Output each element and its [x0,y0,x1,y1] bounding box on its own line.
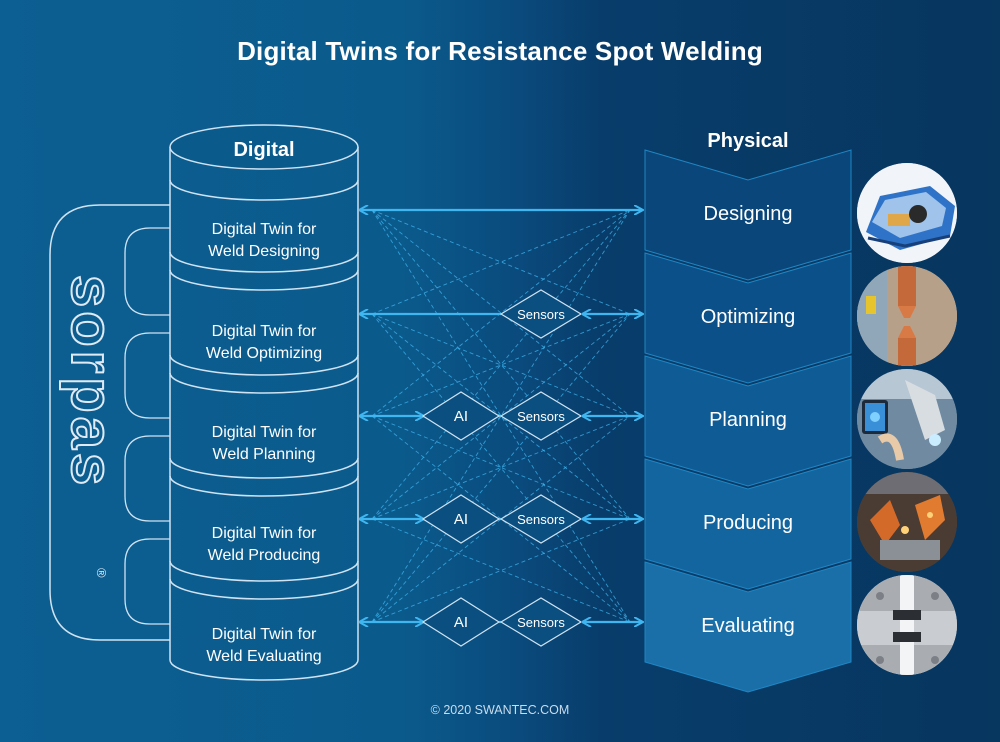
physical-stack: Physical Designing Optimizing Planning P… [644,130,852,693]
cross-link-line [371,415,631,520]
cross-link-line [371,313,631,417]
cross-link-line [371,415,631,623]
weld-test-specimen-image [857,575,957,675]
ai-node-shape [421,597,501,647]
cross-link-line [371,209,631,417]
phase-designing: Designing [704,203,793,225]
sensors-node: Sensors [499,597,583,647]
twin-labels: Digital Twin for Weld Designing Digital … [206,221,322,665]
copyright-footer: © 2020 SWANTEC.COM [430,703,570,717]
twin-evaluating-line2: Weld Evaluating [206,648,321,665]
cross-link-line [371,415,631,520]
twin-planning-line2: Weld Planning [213,446,316,463]
cross-link-line [371,313,631,623]
ai-node: AI [421,597,501,647]
phase-optimizing: Optimizing [701,306,795,328]
twin-designing-line2: Weld Designing [208,243,320,260]
digital-header: Digital [233,139,294,161]
cross-link-line [371,518,631,623]
twin-optimizing-line1: Digital Twin for [212,323,317,340]
sensors-node-label: Sensors [517,615,565,630]
cross-link-line [371,209,631,315]
phase-producing: Producing [703,512,793,534]
cross-link-line [371,209,631,417]
phase-planning: Planning [709,409,787,431]
twin-producing-line2: Weld Producing [208,547,321,564]
cross-link-line [371,313,631,417]
photo-column [857,163,957,675]
phase-evaluating: Evaluating [701,615,794,637]
sensors-node-shape [499,494,583,544]
cross-link-line [371,209,631,315]
twin-designing-line1: Digital Twin for [212,221,317,238]
sensors-node-shape [499,289,583,339]
twin-optimizing-line2: Weld Optimizing [206,345,322,362]
digital-stack: Digital [169,124,359,681]
ai-node: AI [421,494,501,544]
twin-producing-line1: Digital Twin for [212,525,317,542]
sensors-node-label: Sensors [517,512,565,527]
sensors-node-shape [499,597,583,647]
robot-production-line-image [857,472,957,572]
sensors-node: Sensors [499,289,583,339]
cross-link-line [371,313,631,623]
ai-node-shape [421,494,501,544]
ai-node: AI [421,391,501,441]
sensors-node-label: Sensors [517,307,565,322]
ai-node-shape [421,391,501,441]
diagram-title: Digital Twins for Resistance Spot Weldin… [237,36,763,66]
registered-mark: ® [94,568,109,578]
welding-electrodes-image [857,266,957,366]
cross-link-line [371,415,631,623]
sensors-node: Sensors [499,391,583,441]
brand-logo: sorpas [59,275,124,489]
sensors-node-shape [499,391,583,441]
sensors-node-label: Sensors [517,409,565,424]
ai-node-label: AI [454,511,468,528]
cross-link-line [371,518,631,623]
ai-node-label: AI [454,614,468,631]
twin-evaluating-line1: Digital Twin for [212,626,317,643]
brand-frame: sorpas ® [49,204,170,641]
tablet-robot-planning-image [857,369,957,469]
car-body-design-image [857,163,957,263]
physical-header: Physical [707,130,788,152]
ai-node-label: AI [454,408,468,425]
twin-planning-line1: Digital Twin for [212,424,317,441]
sensors-node: Sensors [499,494,583,544]
